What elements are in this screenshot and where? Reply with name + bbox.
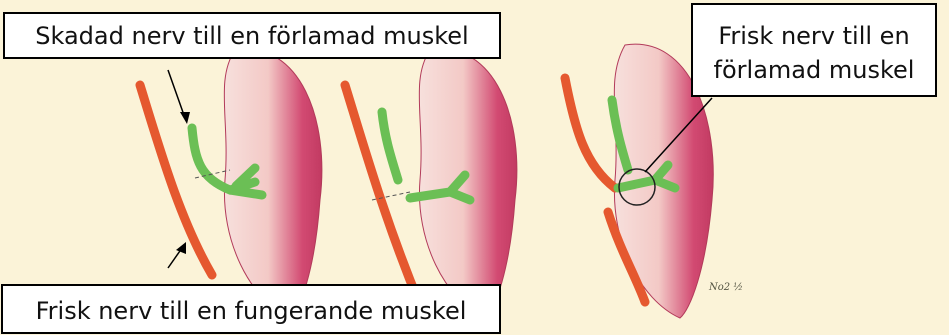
label-healthy-nerve-paralyzed: Frisk nerv till en förlamad muskel	[691, 3, 937, 97]
artist-signature: No2 ½	[709, 282, 743, 293]
label-healthy-nerve-functioning: Frisk nerv till en fungerande muskel	[1, 284, 501, 334]
label-damaged-nerve: Skadad nerv till en förlamad muskel	[3, 12, 501, 59]
label-healthy-nerve-paralyzed-line1: Frisk nerv till en	[718, 22, 909, 50]
label-healthy-nerve-paralyzed-line2: förlamad muskel	[714, 56, 915, 84]
